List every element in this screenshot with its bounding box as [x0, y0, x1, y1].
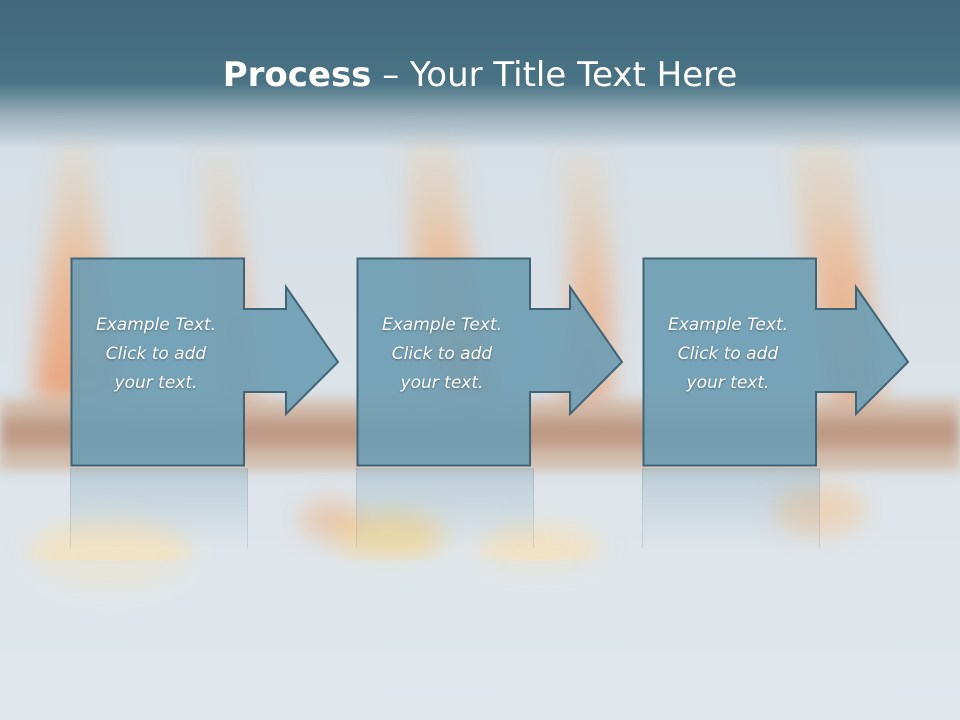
box-reflection	[70, 468, 248, 548]
process-step-1[interactable]: Example Text. Click to add your text.	[70, 257, 420, 467]
step-line-2: Click to add	[391, 344, 493, 364]
step-text: Example Text. Click to add your text.	[642, 311, 814, 398]
title-rest-text: – Your Title Text Here	[371, 55, 738, 95]
box-arrow-shape	[70, 257, 340, 467]
step-line-3: your text.	[114, 373, 198, 393]
step-line-1: Example Text.	[95, 315, 217, 335]
step-line-3: your text.	[686, 373, 770, 393]
title-bar	[0, 0, 960, 150]
process-step-3[interactable]: Example Text. Click to add your text.	[642, 257, 960, 467]
step-line-2: Click to add	[677, 344, 779, 364]
box-reflection	[356, 468, 534, 548]
step-line-2: Click to add	[105, 344, 207, 364]
box-arrow-shape	[642, 257, 910, 467]
step-line-1: Example Text.	[667, 315, 789, 335]
step-line-1: Example Text.	[381, 315, 503, 335]
step-text: Example Text. Click to add your text.	[356, 311, 528, 398]
title-bold-text: Process	[222, 55, 372, 95]
box-arrow-shape	[356, 257, 624, 467]
step-line-3: your text.	[400, 373, 484, 393]
box-reflection	[642, 468, 820, 548]
slide-title[interactable]: Process – Your Title Text Here	[0, 52, 960, 98]
step-text: Example Text. Click to add your text.	[70, 311, 242, 398]
process-step-2[interactable]: Example Text. Click to add your text.	[356, 257, 706, 467]
